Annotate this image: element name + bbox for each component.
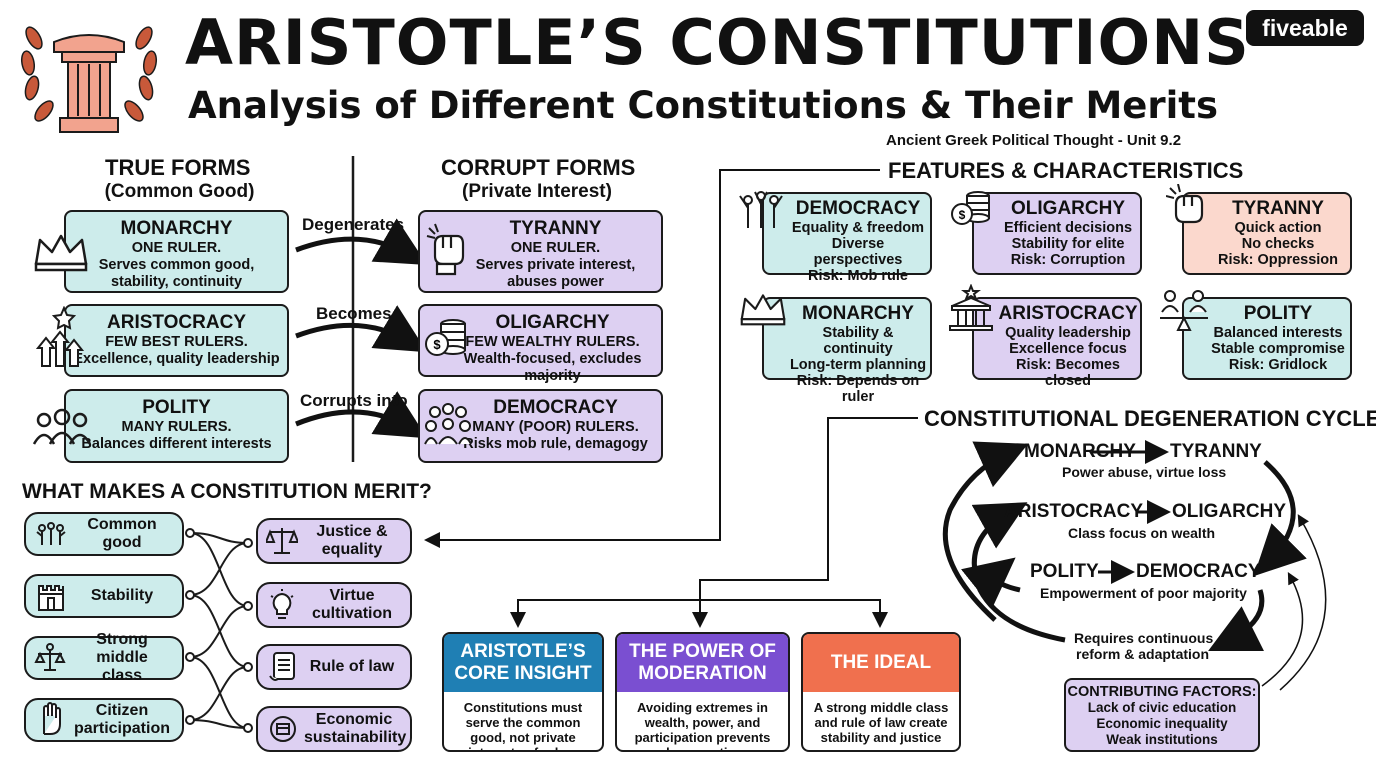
- fiveable-logo: fiveable: [1246, 10, 1364, 46]
- true-form-polity: POLITY MANY RULERS. Balances different i…: [64, 389, 289, 463]
- raised-fist-icon: [1165, 183, 1210, 237]
- insight-moderation: THE POWER OF MODERATION Avoiding extreme…: [615, 632, 790, 752]
- crown-icon: [32, 232, 90, 277]
- lightbulb-icon: [268, 588, 296, 627]
- scroll-icon: [268, 650, 298, 687]
- arrow-label-corrupts-into: Corrupts into: [300, 391, 408, 410]
- cycle-monarchy: MONARCHY: [1024, 441, 1136, 462]
- factor-civic-education: Lack of civic education: [1087, 700, 1237, 715]
- features-heading: FEATURES & CHARACTERISTICS: [888, 158, 1244, 183]
- merit-heading: WHAT MAKES A CONSTITUTION MERIT?: [22, 480, 432, 503]
- people-group-icon: [32, 408, 92, 453]
- insight-core-body: Constitutions must serve the common good…: [463, 700, 583, 750]
- arrow-label-becomes: Becomes: [316, 304, 392, 323]
- factor-weak-institutions: Weak institutions: [1106, 732, 1218, 747]
- feature-tyranny: TYRANNY Quick action No checks Risk: Opp…: [1182, 192, 1352, 275]
- balance-people-icon: [1158, 288, 1210, 337]
- temple-star-icon: [948, 283, 994, 337]
- cycle-oligarchy: OLIGARCHY: [1172, 501, 1286, 522]
- arrow-label-degenerates: Degenerates: [302, 215, 405, 234]
- coin-stack-icon: $: [948, 188, 994, 233]
- crown-icon: [738, 292, 788, 331]
- cycle-heading: CONSTITUTIONAL DEGENERATION CYCLE: [924, 406, 1376, 431]
- rising-arrows-star-icon: [35, 305, 85, 375]
- insight-moderation-title: THE POWER OF MODERATION: [617, 634, 788, 692]
- page-subtitle: Analysis of Different Constitutions & Th…: [188, 84, 1219, 127]
- castle-icon: [36, 580, 66, 617]
- insight-core: ARISTOTLE’S CORE INSIGHT Constitutions m…: [442, 632, 604, 752]
- svg-text:$: $: [959, 208, 966, 222]
- feature-democracy: DEMOCRACY Equality & freedom Diverse per…: [762, 192, 932, 284]
- cycle-tyranny: TYRANNY: [1170, 441, 1262, 462]
- cycle-note-1: Power abuse, virtue loss: [1062, 464, 1227, 480]
- insight-core-title: ARISTOTLE’S CORE INSIGHT: [444, 634, 602, 692]
- true-form-aristocracy: ARISTOCRACY FEW BEST RULERS. Excellence,…: [64, 304, 289, 377]
- unit-label: Ancient Greek Political Thought - Unit 9…: [886, 132, 1182, 149]
- people-icon: [34, 520, 68, 553]
- insight-moderation-body: Avoiding extremes in wealth, power, and …: [634, 700, 771, 750]
- insight-ideal-body: A strong middle class and rule of law cr…: [813, 700, 949, 745]
- cycle-democracy: DEMOCRACY: [1136, 561, 1261, 582]
- scales-person-icon: [34, 642, 66, 679]
- cycle-note-2: Class focus on wealth: [1068, 525, 1216, 541]
- contributing-factors-heading: CONTRIBUTING FACTORS:: [1067, 684, 1257, 700]
- feature-aristocracy: ARISTOCRACY Quality leadership Excellenc…: [972, 297, 1142, 389]
- cycle-reform-line2: reform & adaptation: [1076, 646, 1210, 662]
- merit-economic-sustainability: Economic sustainability: [256, 706, 412, 752]
- insight-ideal: THE IDEAL A strong middle class and rule…: [801, 632, 961, 752]
- contributing-factors: CONTRIBUTING FACTORS: Lack of civic educ…: [1064, 678, 1260, 752]
- factor-economic-inequality: Economic inequality: [1096, 716, 1228, 731]
- merit-common-good: Common good: [24, 512, 184, 556]
- cycle-polity: POLITY: [1030, 561, 1099, 582]
- cycle-reform-line1: Requires continuous: [1074, 630, 1214, 646]
- page-title: ARISTOTLE’S CONSTITUTIONS: [185, 6, 1250, 79]
- raised-hand-icon: [36, 702, 66, 741]
- insight-ideal-title: THE IDEAL: [803, 634, 959, 692]
- cycle-aristocracy: ARISTOCRACY: [1004, 501, 1143, 522]
- column-laurel-icon: [14, 8, 164, 138]
- recycle-box-icon: [268, 714, 298, 749]
- cycle-note-3: Empowerment of poor majority: [1040, 585, 1247, 601]
- scales-icon: [264, 526, 300, 561]
- feature-polity: POLITY Balanced interests Stable comprom…: [1182, 297, 1352, 380]
- true-form-monarchy: MONARCHY ONE RULER. Serves common good, …: [64, 210, 289, 293]
- feature-oligarchy: OLIGARCHY Efficient decisions Stability …: [972, 192, 1142, 275]
- true-forms-sub: (Common Good): [104, 181, 255, 202]
- cheering-people-icon: [736, 186, 786, 237]
- true-forms-heading: TRUE FORMS: [105, 155, 251, 180]
- feature-monarchy: MONARCHY Stability & continuity Long-ter…: [762, 297, 932, 405]
